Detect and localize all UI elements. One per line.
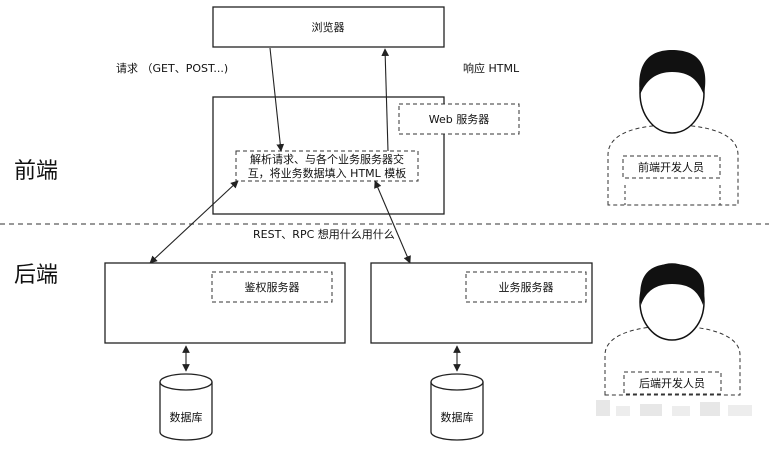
database-right: 数据库 (430, 373, 484, 441)
database-icon (430, 373, 484, 391)
browser-box (212, 6, 445, 48)
backend-dev-label-box (623, 371, 722, 395)
database-right-label: 数据库 (441, 410, 474, 424)
web-server-node: Web 服务器 解析请求、与各个业务服务器交 互，将业务数据填入 HTML 模板 (212, 96, 520, 215)
backend-dev-label: 后端开发人员 (639, 376, 705, 390)
browser-node: 浏览器 (212, 6, 445, 48)
backend-developer: 后端开发人员 (604, 263, 741, 396)
auth-service-node: 鉴权服务器 (104, 262, 346, 344)
database-left-label: 数据库 (170, 410, 203, 424)
auth-service-tag: 鉴权服务器 (245, 281, 300, 294)
auth-rpc-arrow (149, 180, 239, 264)
response-arrow (381, 48, 390, 152)
business-service-tag: 业务服务器 (499, 281, 554, 294)
browser-label: 浏览器 (312, 20, 345, 34)
web-server-note-box (235, 150, 419, 182)
frontend-label: 前端 (14, 159, 58, 184)
response-label: 响应 HTML (463, 61, 520, 75)
frontend-dev-label-box (622, 155, 721, 179)
request-arrow (269, 47, 285, 152)
web-server-tag-box (398, 103, 520, 135)
web-server-note-line2: 互，将业务数据填入 HTML 模板 (248, 166, 407, 180)
frontend-developer: 前端开发人员 (607, 50, 739, 206)
database-icon (159, 373, 213, 391)
business-service-node: 业务服务器 (370, 262, 593, 344)
database-left: 数据库 (159, 373, 213, 441)
auth-service-tag-box (211, 271, 333, 303)
web-server-note-line1: 解析请求、与各个业务服务器交 (250, 152, 404, 166)
web-server-tag: Web 服务器 (429, 113, 489, 126)
rpc-label: REST、RPC 想用什么用什么 (253, 227, 395, 241)
watermark (596, 400, 752, 416)
hair-icon (640, 264, 705, 305)
backend-label: 后端 (14, 263, 58, 288)
hair-icon (639, 50, 706, 95)
business-rpc-arrow (374, 180, 411, 264)
frontend-dev-label: 前端开发人员 (638, 160, 704, 174)
request-label: 请求 （GET、POST...) (116, 62, 228, 75)
business-service-tag-box (465, 271, 587, 303)
